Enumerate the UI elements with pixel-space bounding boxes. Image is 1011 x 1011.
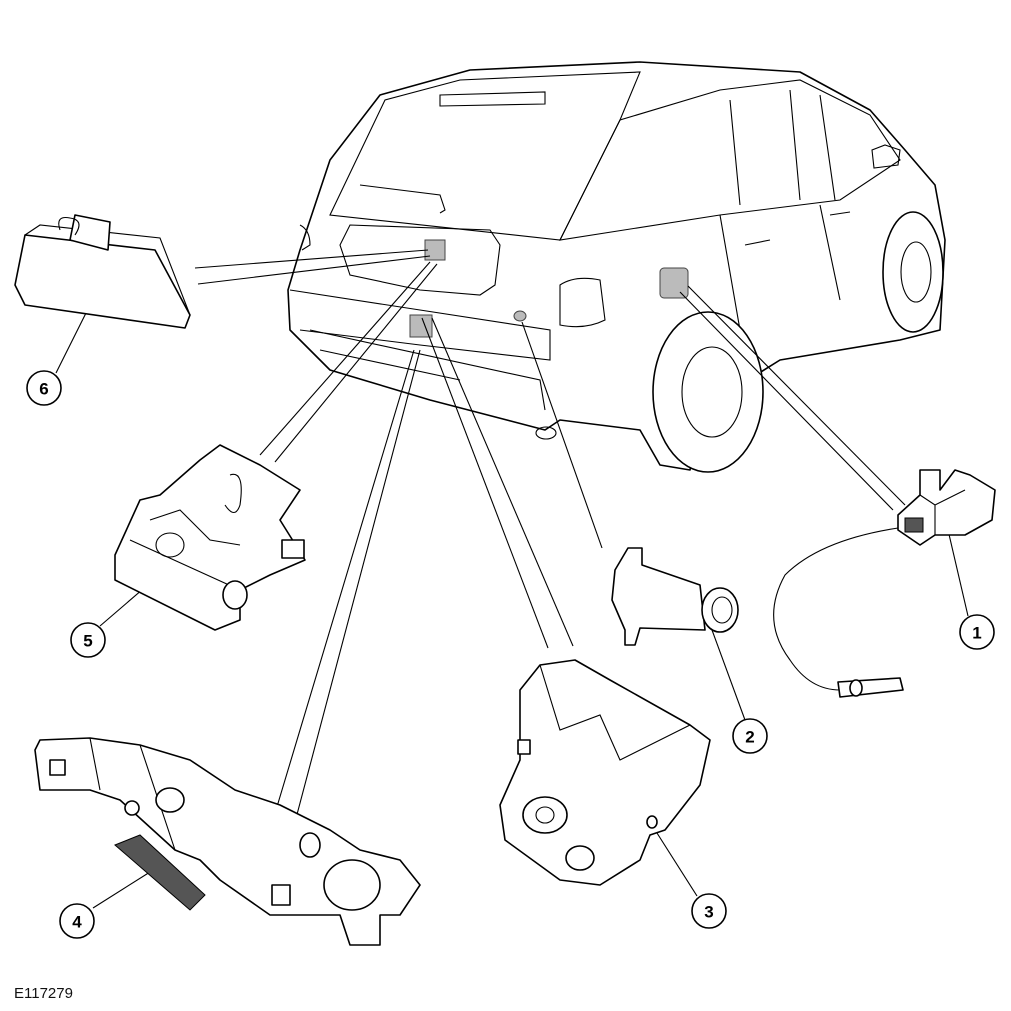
callout-label: 2 (745, 728, 754, 747)
part-4-latch-mechanism (34, 737, 421, 946)
callout-label: 6 (39, 380, 48, 399)
part-1-actuator (773, 469, 996, 698)
figure-id: E117279 (14, 985, 73, 1002)
vehicle-illustration (287, 61, 946, 473)
callout-label: 1 (972, 624, 981, 643)
callout-label: 5 (83, 632, 92, 651)
callout-4: 4 (59, 903, 95, 939)
part-2-switch (611, 547, 739, 646)
fuel-flap-location (659, 267, 689, 299)
part-6-switch (14, 214, 191, 329)
part-3-tailgate-latch (499, 659, 711, 886)
callout-2: 2 (732, 718, 768, 754)
spring (114, 834, 206, 911)
callout-label: 4 (72, 913, 82, 932)
callout-6: 6 (26, 370, 62, 406)
switch-location (513, 310, 527, 322)
latch-location (409, 314, 433, 338)
callout-3: 3 (691, 893, 727, 929)
callout-label: 3 (704, 903, 713, 922)
leader-lines (55, 249, 969, 909)
part-5-window-latch (114, 444, 306, 631)
callout-5: 5 (70, 622, 106, 658)
callout-1: 1 (959, 614, 995, 650)
